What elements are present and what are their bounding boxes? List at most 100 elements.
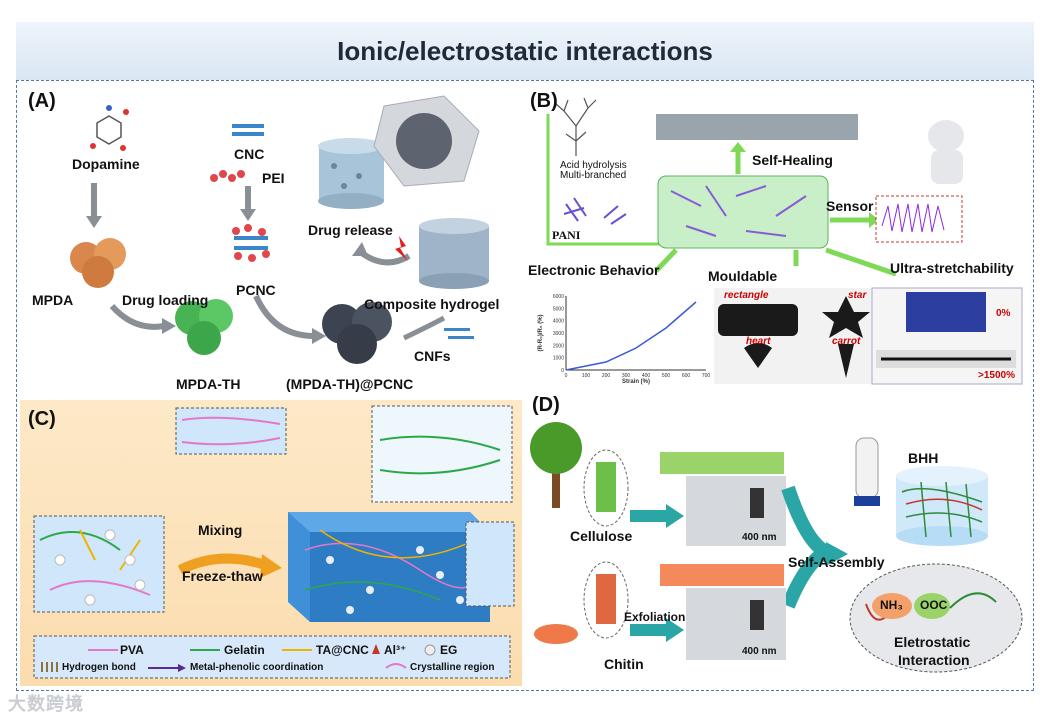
strain-chart	[544, 288, 712, 384]
panel-c-label: (C)	[28, 408, 56, 430]
panel-d-graphics	[530, 422, 1023, 673]
legend-crystalline: Crystalline region	[410, 662, 495, 673]
panel-a: (A) Dopamine MPDA Drug loading MPDA-TH C…	[24, 86, 522, 400]
ultra-stretchability-label: Ultra-stretchability	[890, 260, 1014, 276]
tree-icon-d	[530, 422, 582, 508]
x-tick-label: 200	[602, 373, 611, 379]
star-label: star	[848, 290, 867, 301]
scale-bar-1: 400 nm	[742, 532, 777, 543]
drug-release-label: Drug release	[308, 222, 393, 238]
y-tick-label: 6000	[553, 294, 564, 300]
pani-fibers	[563, 197, 627, 225]
chitin-tem	[686, 588, 786, 660]
sensor-monitor	[875, 195, 963, 243]
x-tick-label: 500	[662, 373, 671, 379]
network-box	[657, 175, 829, 249]
legend-box	[33, 635, 511, 679]
panel-b-label: (B)	[530, 90, 558, 112]
x-axis-label: Strain (%)	[622, 379, 650, 385]
legend-al3: Al³⁺	[384, 643, 407, 657]
chitin-chain	[660, 564, 784, 586]
mixture-box	[33, 515, 165, 613]
pcnc-label: PCNC	[236, 282, 276, 298]
panel-c-graphics	[33, 405, 515, 679]
x-tick-label: 400	[642, 373, 651, 379]
cellulose-fiber	[596, 462, 616, 512]
chitin-fiber	[596, 574, 616, 624]
cnfs-label: CNFs	[414, 348, 451, 364]
composite-spheres	[322, 302, 392, 364]
x-tick-label: 300	[622, 373, 631, 379]
legend-ta-cnc: TA@CNC	[316, 643, 369, 657]
eletrostatic-label: Eletrostatic	[894, 634, 971, 650]
legend-pva: PVA	[120, 643, 144, 657]
electronic-behavior-label: Electronic Behavior	[528, 262, 660, 278]
mpda-th-label: MPDA-TH	[176, 376, 241, 392]
self-healing-label: Self-Healing	[752, 152, 833, 168]
tree-icon	[555, 97, 597, 156]
stretch-pct-label: >1500%	[978, 370, 1015, 381]
panel-a-label: (A)	[28, 90, 56, 112]
drug-release-cylinder	[318, 138, 384, 209]
pani-label: PANI	[552, 228, 581, 242]
ooc-label: OOC	[920, 598, 948, 612]
exfoliation-label: Exfoliation	[624, 610, 686, 624]
bhh-cylinder	[896, 466, 988, 546]
chitin-label: Chitin	[604, 656, 644, 672]
cellulose-tem	[686, 476, 786, 546]
composite-hydrogel-label: Composite hydrogel	[364, 296, 500, 312]
zoom-sphere	[396, 113, 452, 169]
robot-figure	[928, 120, 964, 184]
mpda-spheres	[70, 238, 126, 288]
strain-curve	[565, 301, 697, 371]
y-tick-label: 2000	[553, 343, 564, 349]
x-tick-label: 700	[702, 373, 711, 379]
pei-beads	[210, 170, 245, 182]
dopamine-molecule	[90, 105, 129, 151]
bhh-tube	[855, 437, 879, 499]
cnfs-rods	[444, 328, 474, 339]
rectangle-label: rectangle	[724, 290, 769, 301]
multi-branched-label: Multi-branched	[560, 170, 627, 181]
mpda-label: MPDA	[32, 292, 74, 308]
panel-c: (C) Mixing Freeze-thaw PVA Gelatin TA@CN…	[20, 400, 522, 686]
cnc-rods	[232, 124, 264, 136]
cellulose-label: Cellulose	[570, 528, 633, 544]
acid-hydrolysis-label: Acid hydrolysis	[560, 160, 627, 171]
mpda-th-pcnc-label: (MPDA-TH)@PCNC	[286, 376, 414, 392]
panel-a-graphics	[70, 95, 489, 364]
figure-title: Ionic/electrostatic interactions	[16, 22, 1034, 80]
panel-d-label: (D)	[532, 394, 560, 416]
hydrogel-cylinder	[419, 218, 489, 289]
freeze-thaw-label: Freeze-thaw	[182, 568, 263, 584]
legend-gelatin: Gelatin	[224, 643, 265, 657]
carrot-label: carrot	[832, 336, 861, 347]
zero-pct-label: 0%	[996, 308, 1011, 319]
y-tick-label: 1000	[553, 356, 564, 362]
sensor-label: Sensor	[826, 198, 874, 214]
mixing-arrow	[177, 553, 267, 575]
network-fibers	[670, 185, 807, 237]
drug-loading-label: Drug loading	[122, 292, 209, 308]
cnc-label: CNC	[234, 146, 265, 162]
heart-label: heart	[746, 336, 771, 347]
arrow-drug-loading	[109, 303, 165, 330]
mixing-label: Mixing	[198, 522, 243, 538]
shrimp-icon	[534, 624, 578, 644]
legend-eg: EG	[440, 643, 458, 657]
y-tick-label: 4000	[553, 319, 564, 325]
hydrogel-block	[288, 512, 490, 622]
x-tick-label: 100	[582, 373, 591, 379]
self-assembly-arrow	[781, 485, 842, 609]
pcnc-complex	[232, 224, 270, 262]
y-tick-label: 3000	[553, 331, 564, 337]
panel-d: (D) Cellulose Chitin Exfoliation Self-As…	[526, 392, 1032, 686]
lightning-icon	[395, 236, 408, 261]
legend-metal-phenolic: Metal-phenolic coordination	[190, 662, 324, 673]
bhh-label: BHH	[908, 450, 939, 466]
y-tick-label: 5000	[553, 306, 564, 312]
self-assembly-label: Self-Assembly	[788, 554, 885, 570]
y-tick-label: 0	[561, 368, 564, 374]
mpda-th-spheres	[175, 299, 233, 355]
